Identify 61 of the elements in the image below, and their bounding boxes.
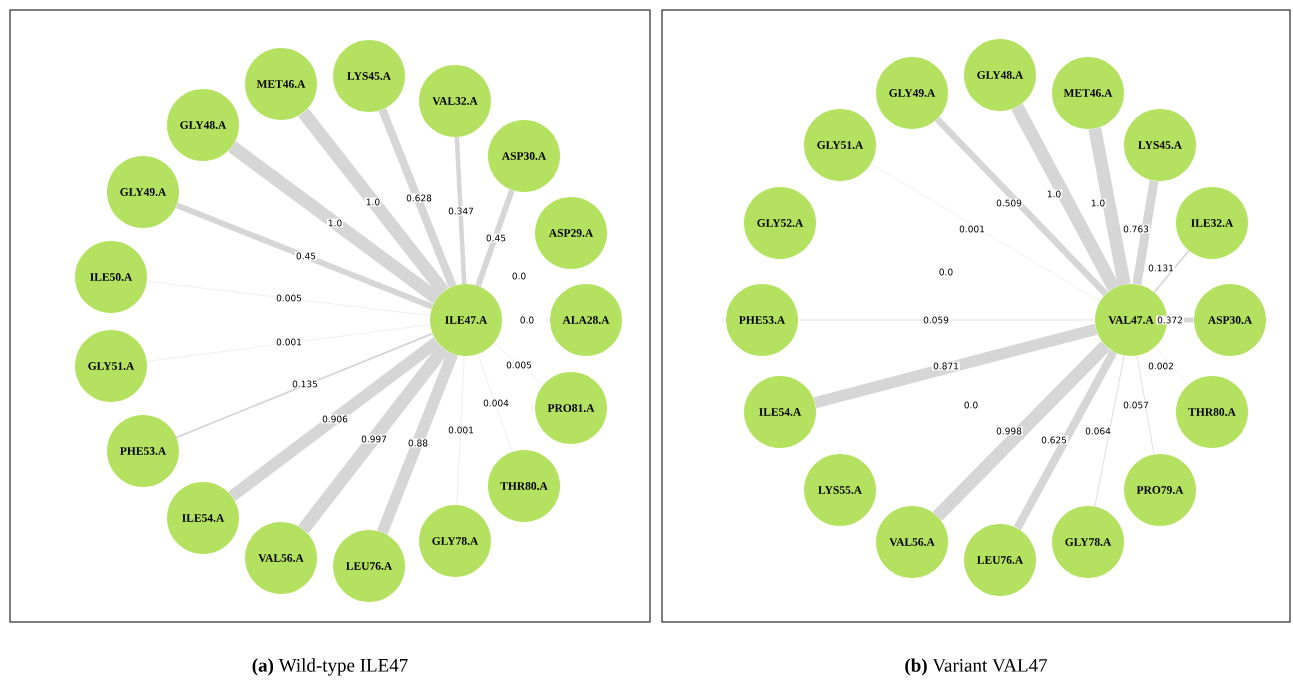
node-label: (a) Wild-type ILE47	[252, 658, 408, 676]
interaction-line	[932, 341, 1111, 521]
interaction-line	[475, 189, 515, 287]
interaction-line	[493, 343, 544, 385]
interaction-line	[454, 137, 467, 284]
edge-label: 0.906	[321, 414, 349, 424]
interaction-line	[146, 324, 431, 362]
edge-label: 1.0	[326, 218, 344, 228]
edge-label: 0.871	[932, 361, 960, 371]
edge-label: 0.509	[995, 198, 1023, 208]
edge-label: 0.997	[360, 434, 388, 444]
weight-label: 0.0	[939, 268, 953, 276]
node-label: (b) Variant VAL47	[905, 658, 1048, 676]
edge-label: 0.059	[922, 315, 950, 325]
edge-label: 0.131	[1147, 263, 1175, 273]
weight-label: 0.0	[520, 316, 534, 324]
interaction-line	[934, 116, 1109, 297]
edge-label: 0.001	[958, 224, 986, 234]
edge-label: 0.005	[505, 360, 533, 370]
edge-label: 0.625	[1040, 435, 1068, 445]
interaction-line	[228, 141, 441, 304]
interaction-line	[456, 355, 465, 506]
edge-label: 0.347	[447, 206, 475, 216]
interaction-line	[813, 323, 1098, 409]
edge-label: 0.45	[295, 251, 318, 261]
interaction-line	[870, 163, 1101, 302]
edge-label: 0.004	[482, 398, 510, 408]
interaction-line	[1132, 179, 1159, 286]
edge-label: 0.998	[995, 426, 1023, 436]
edge-label: 1.0	[364, 197, 382, 207]
interaction-line	[228, 337, 441, 501]
interaction-line	[1013, 349, 1118, 531]
interaction-line	[298, 108, 449, 296]
interaction-line	[1011, 103, 1120, 292]
edge-label: 0.002	[1147, 361, 1175, 371]
interaction-line	[146, 281, 431, 316]
weight-label: 0.0	[964, 401, 978, 409]
edge-label: 0.135	[291, 379, 319, 389]
edge-label: 0.001	[447, 425, 475, 435]
edge-label: 0.45	[485, 233, 508, 243]
interaction-line	[477, 353, 513, 453]
weight-label: 0.0	[512, 272, 526, 280]
interaction-line	[298, 344, 449, 534]
interaction-line	[175, 332, 434, 439]
interaction-line	[1094, 355, 1125, 507]
edge-label: 0.372	[1156, 315, 1184, 325]
edge-label: 0.057	[1122, 400, 1150, 410]
interaction-line	[377, 351, 459, 535]
edge-label: 0.005	[275, 293, 303, 303]
edge-label: 1.0	[1089, 198, 1107, 208]
edge-label: 0.628	[405, 193, 433, 203]
edge-label: 0.001	[275, 337, 303, 347]
edge-label: 0.763	[1122, 224, 1150, 234]
interaction-line	[1153, 249, 1190, 294]
interaction-line	[175, 202, 434, 310]
edge-label: 0.064	[1084, 426, 1112, 436]
interaction-line	[1088, 127, 1131, 286]
interaction-line	[378, 108, 457, 288]
edge-label: 1.0	[1045, 189, 1063, 199]
edge-label: 0.88	[407, 438, 430, 448]
interaction-line	[1136, 355, 1155, 455]
